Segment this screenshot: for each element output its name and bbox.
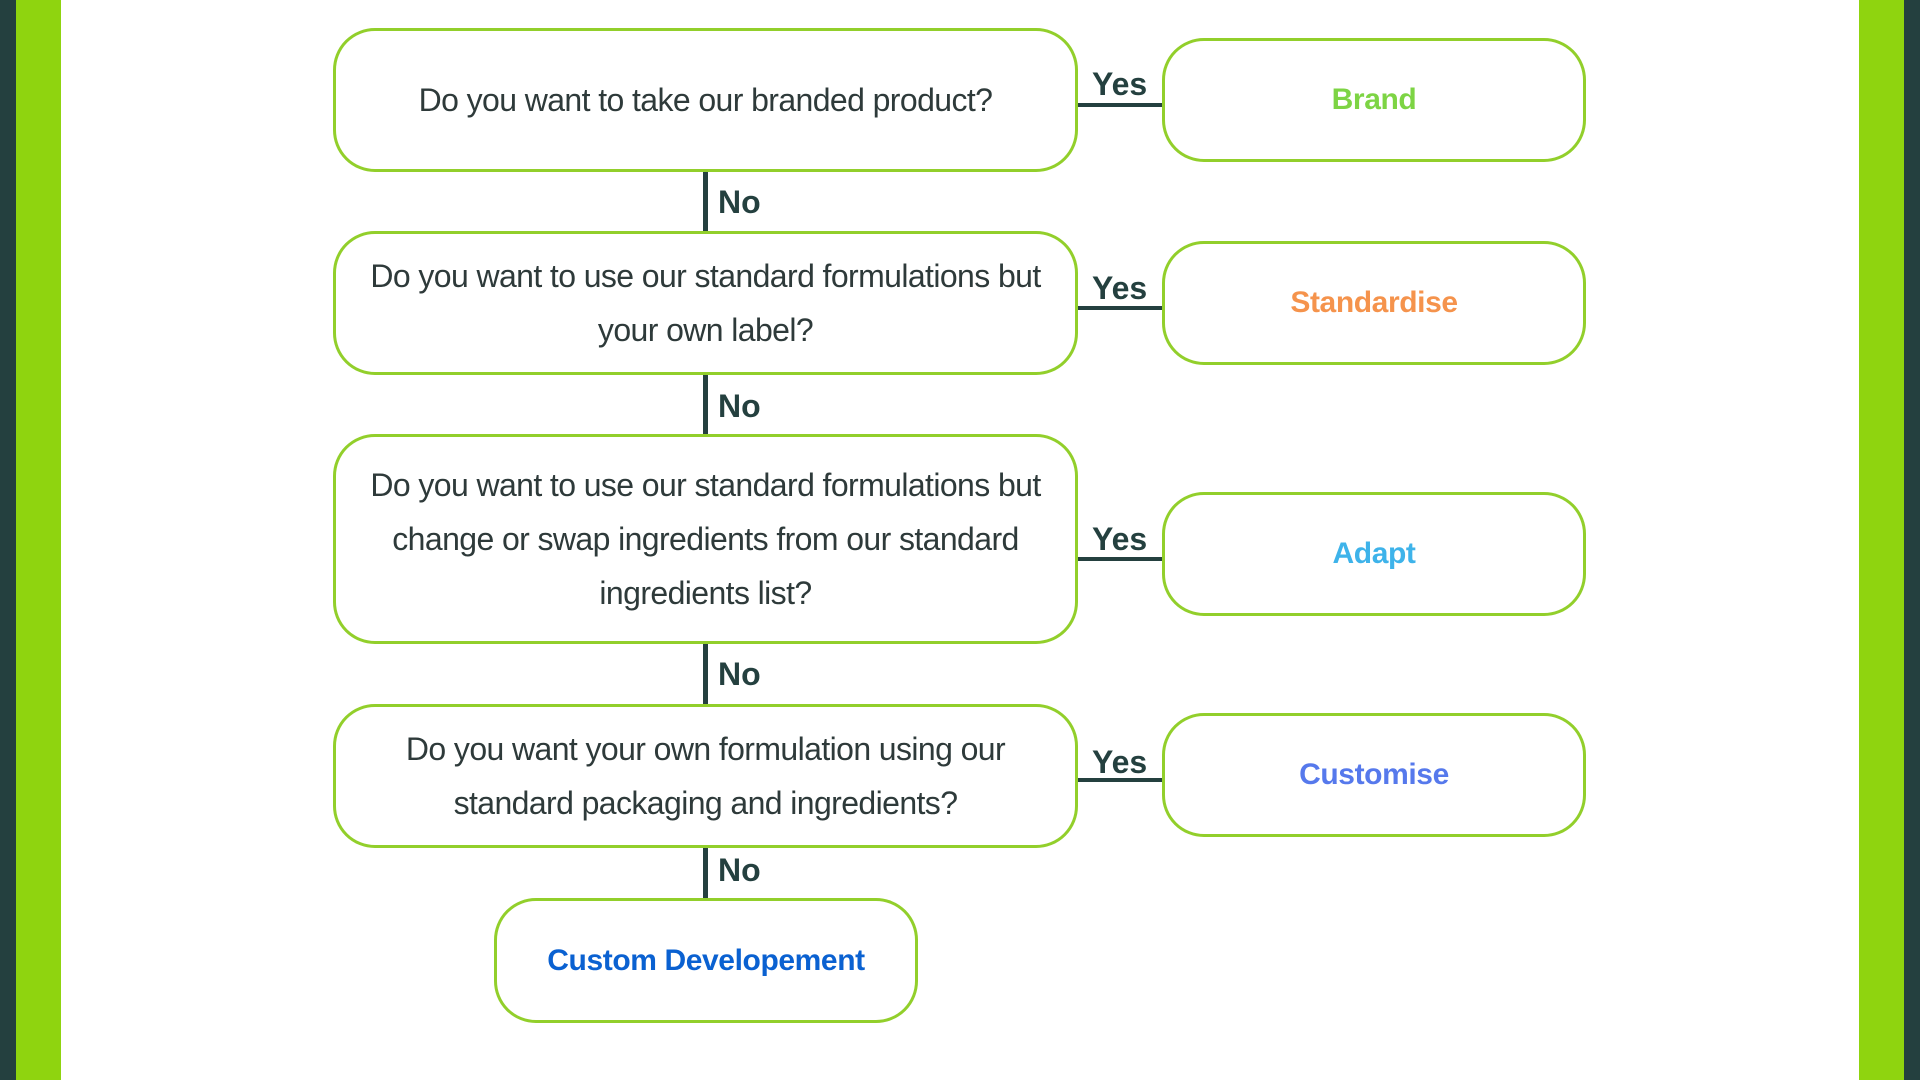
question-2-box: Do you want to use our standard formulat… xyxy=(333,231,1078,375)
frame-left-green xyxy=(16,0,61,1080)
frame-left-dark xyxy=(0,0,16,1080)
no-label-1: No xyxy=(718,184,761,220)
connector-yes-3 xyxy=(1078,557,1162,561)
question-4-text: Do you want your own formulation using o… xyxy=(405,731,1006,821)
connector-no-1 xyxy=(703,172,708,231)
question-3-box: Do you want to use our standard formulat… xyxy=(333,434,1078,644)
outcome-customise-label: Customise xyxy=(1299,758,1449,791)
no-label-4: No xyxy=(718,852,761,888)
outcome-custom-development-label: Custom Developement xyxy=(547,943,865,977)
outcome-custom-development-box: Custom Developement xyxy=(494,898,918,1023)
frame-right-dark xyxy=(1904,0,1920,1080)
question-1-box: Do you want to take our branded product? xyxy=(333,28,1078,172)
outcome-customise-box: Customise xyxy=(1162,713,1586,837)
connector-yes-2 xyxy=(1078,306,1162,310)
connector-no-4 xyxy=(703,848,708,898)
yes-label-2: Yes xyxy=(1092,270,1148,306)
frame-right-green xyxy=(1859,0,1904,1080)
outcome-standardise-label: Standardise xyxy=(1290,286,1458,319)
question-1-text: Do you want to take our branded product? xyxy=(418,82,993,118)
connector-no-3 xyxy=(703,644,708,704)
outcome-brand-box: Brand xyxy=(1162,38,1586,162)
outcome-brand-label: Brand xyxy=(1331,83,1417,116)
connector-no-2 xyxy=(703,375,708,434)
question-3-text: Do you want to use our standard formulat… xyxy=(370,467,1041,611)
outcome-adapt-label: Adapt xyxy=(1332,537,1416,570)
no-label-3: No xyxy=(718,656,761,692)
yes-label-1: Yes xyxy=(1092,66,1148,102)
yes-label-4: Yes xyxy=(1092,744,1148,780)
outcome-standardise-box: Standardise xyxy=(1162,241,1586,365)
yes-label-3: Yes xyxy=(1092,521,1148,557)
no-label-2: No xyxy=(718,388,761,424)
connector-yes-4 xyxy=(1078,778,1162,782)
connector-yes-1 xyxy=(1078,103,1162,107)
outcome-adapt-box: Adapt xyxy=(1162,492,1586,616)
question-2-text: Do you want to use our standard formulat… xyxy=(370,258,1041,348)
question-4-box: Do you want your own formulation using o… xyxy=(333,704,1078,848)
